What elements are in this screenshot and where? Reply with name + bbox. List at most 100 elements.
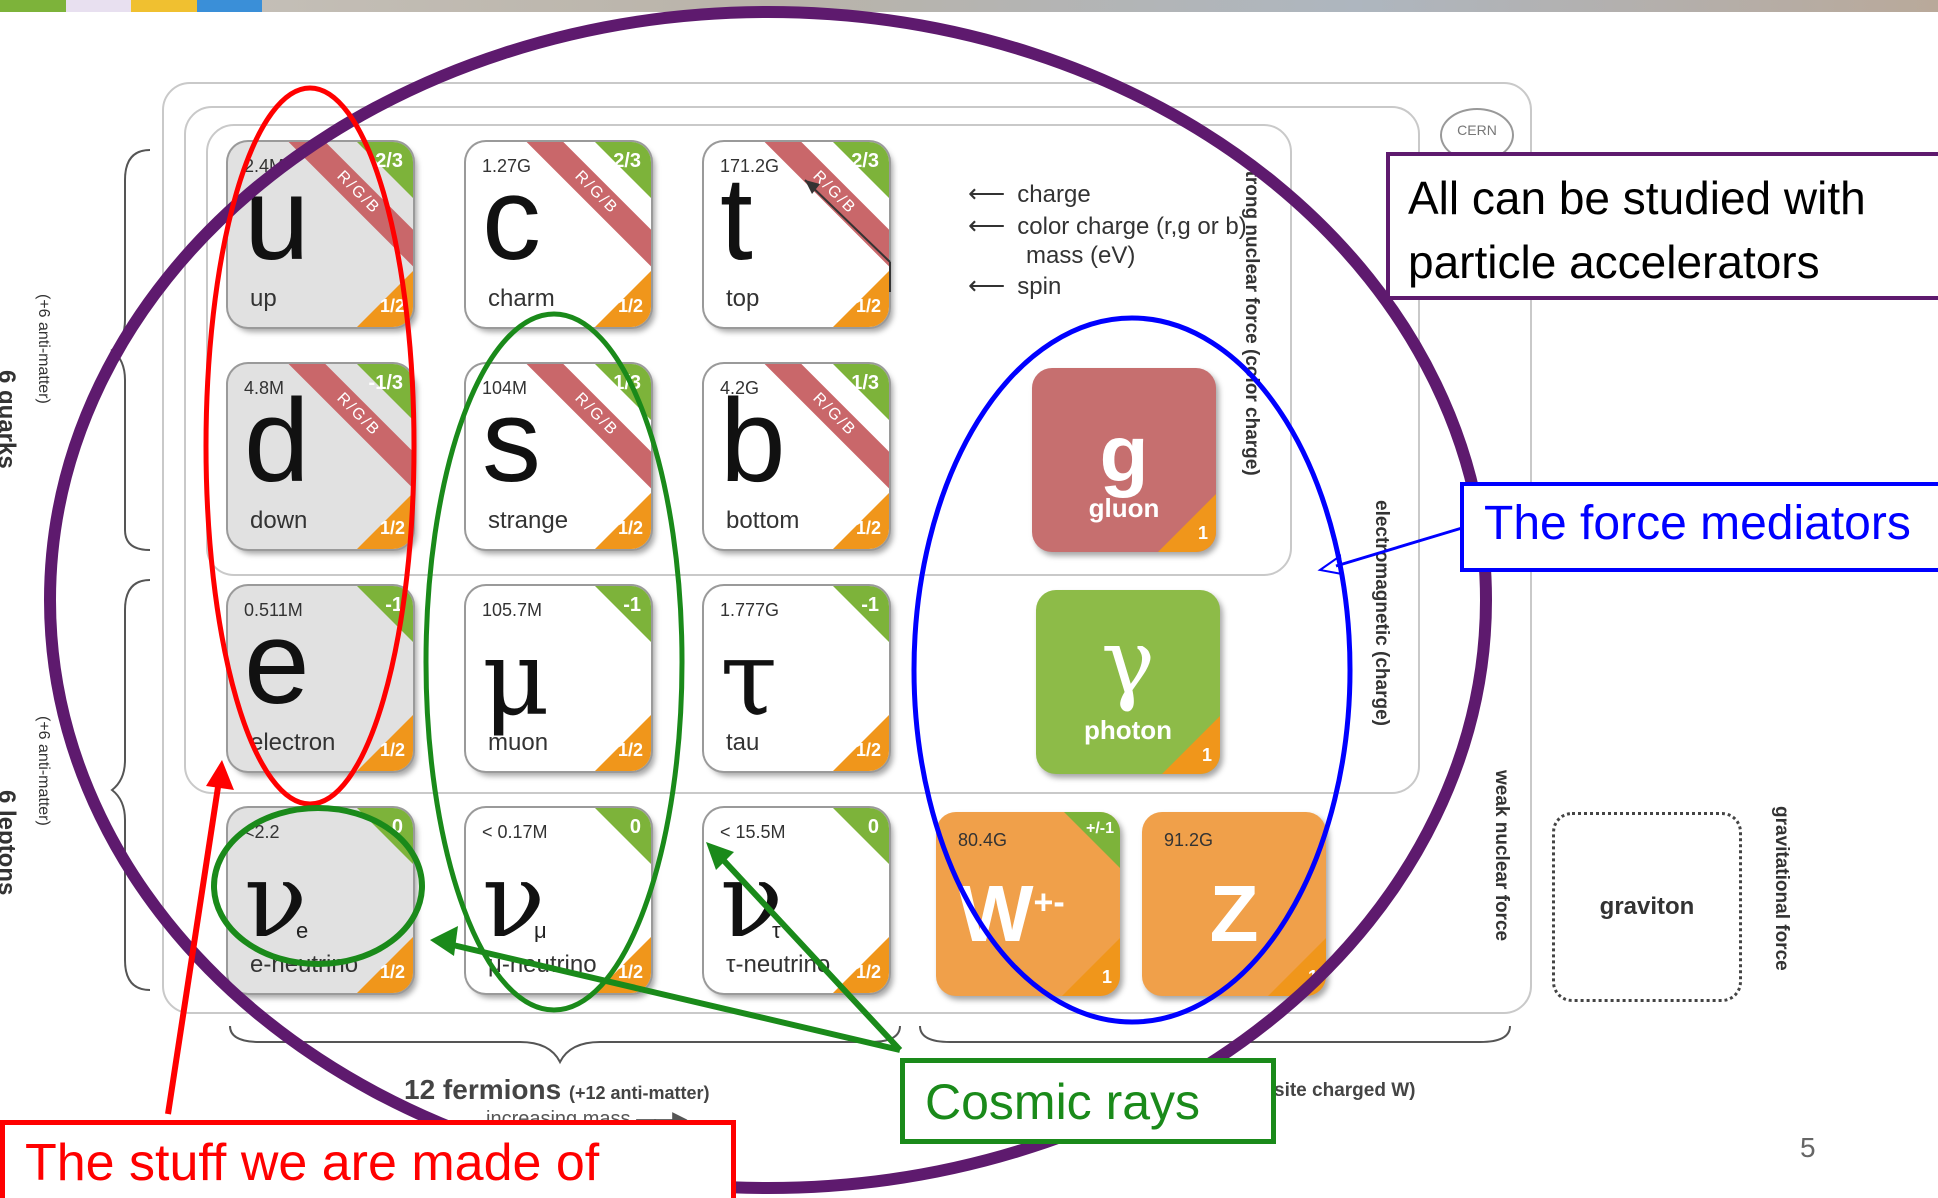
particle-card-muon: -1 105.7M μ muon 1/2 (466, 586, 651, 771)
spin-corner (595, 493, 651, 549)
spin-value: 1 (1197, 523, 1208, 543)
particle-name: muon (488, 729, 549, 756)
cosmic-arrow-head-1 (430, 926, 458, 956)
mass-value: 0.511M (244, 600, 303, 620)
mass-value: 4.8M (244, 378, 285, 398)
particle-name: tau (726, 729, 760, 756)
particle-name: charm (488, 285, 555, 312)
charge-corner (357, 364, 413, 420)
charge-corner (833, 808, 889, 864)
charge-value: +/-1 (1085, 820, 1114, 837)
legend-color-charge-text: color charge (r,g or b) (1017, 213, 1247, 240)
charge-value: 2/3 (375, 150, 403, 172)
particle-symbol: c (482, 153, 541, 285)
spin-corner (833, 715, 889, 771)
particle-symbol: t (720, 153, 753, 285)
mediators-text: The force mediators (1484, 497, 1911, 550)
first-generation-ellipse (203, 85, 417, 807)
strong-frame (206, 124, 1292, 576)
particle-symbol: ν (482, 839, 546, 961)
page-number: 5 (1800, 1132, 1816, 1163)
charge-corner (833, 142, 889, 198)
w-symbol-sup: +- (1033, 883, 1065, 922)
particle-subscript: μ (534, 918, 547, 943)
charge-corner (595, 142, 651, 198)
stuff-text: The stuff we are made of (25, 1134, 600, 1192)
mass-value: < 15.5M (720, 822, 786, 842)
charge-value: 2/3 (851, 150, 879, 172)
particle-card-bottom: R/G/B -1/3 4.2G b bottom 1/2 (704, 364, 889, 549)
charge-value: 2/3 (613, 150, 641, 172)
spin-value: 1 (1101, 967, 1112, 987)
boson-name: photon (1083, 715, 1173, 745)
particle-name: strange (488, 507, 569, 534)
particle-symbol: e (244, 597, 310, 729)
particle-name: up (250, 285, 277, 312)
legend-mass: mass (eV) (968, 242, 1135, 270)
spin-corner (833, 271, 889, 327)
spin-corner (595, 715, 651, 771)
boson-card-photon: γ photon 1 (1036, 590, 1220, 774)
mass-value: 80.4G (958, 830, 1008, 850)
charge-corner (833, 364, 889, 420)
mass-value: 1.777G (720, 600, 780, 620)
charge-corner (1064, 812, 1120, 868)
particle-card-charm: R/G/B 2/3 1.27G c charm 1/2 (466, 142, 651, 327)
charge-value: 0 (867, 816, 879, 838)
particle-name: bottom (726, 507, 800, 534)
accelerators-box: All can be studied with particle acceler… (1386, 152, 1938, 300)
charged-w-note: site charged W) (1274, 1080, 1415, 1102)
legend-charge: ⟵charge (968, 178, 1091, 208)
mass-value: 171.2G (720, 156, 780, 176)
charge-value: -1 (861, 594, 879, 616)
cosmic-arrow-line-1 (439, 939, 901, 1053)
charge-value: 0 (391, 816, 403, 838)
fermions-count-text: 12 fermions (404, 1074, 562, 1105)
spin-value: 1/2 (617, 296, 643, 316)
particle-name: top (726, 285, 760, 312)
spin-value: 1/2 (379, 518, 405, 538)
stuff-arrow-line (165, 773, 223, 1115)
charge-value: 0 (629, 816, 641, 838)
particle-card-top: R/G/B 2/3 171.2G t top 1/2 (704, 142, 889, 327)
mass-value: 104M (482, 378, 528, 398)
cosmic-rays-text: Cosmic rays (925, 1074, 1201, 1130)
cosmic-rays-box: Cosmic rays (900, 1058, 1276, 1144)
charge-corner (595, 808, 651, 864)
top-banner-strip (0, 0, 1938, 12)
accelerators-text: All can be studied with particle acceler… (1408, 172, 1866, 288)
boson-name: graviton (1599, 893, 1695, 920)
particle-card-electron: -1 0.511M e electron 1/2 (228, 586, 413, 771)
cern-logo-text: CERN (1457, 122, 1497, 138)
cosmic-arrow-line-2 (711, 847, 903, 1053)
boson-card-graviton: graviton (1552, 812, 1742, 1002)
legend-mass-text: mass (eV) (1026, 242, 1136, 269)
mass-value: 91.2G (1164, 830, 1214, 850)
fermions-antimatter-text: (+12 anti-matter) (568, 1083, 710, 1103)
spin-value: 1/2 (855, 518, 881, 538)
particle-symbol: b (720, 375, 786, 507)
particle-card-up: R/G/B 2/3 2.4M u up 1/2 (228, 142, 413, 327)
boson-symbol: g (1099, 409, 1149, 498)
particle-name: electron (250, 729, 336, 756)
mass-value: 1.27G (482, 156, 532, 176)
particle-card-tau: -1 1.777G τ tau 1/2 (704, 586, 889, 771)
spin-value: 1/2 (379, 962, 405, 982)
force-mediators-ellipse (911, 315, 1353, 1025)
charge-value: -1 (385, 594, 403, 616)
particle-subscript: e (296, 918, 309, 943)
particle-card-down: R/G/B -1/3 4.8M d down 1/2 (228, 364, 413, 549)
particle-symbol: s (482, 375, 541, 507)
particle-symbol: u (244, 153, 310, 285)
charge-corner (357, 142, 413, 198)
spin-value: 1 (1201, 745, 1212, 765)
spin-corner (357, 493, 413, 549)
spin-corner (1158, 494, 1216, 552)
spin-value: 1/2 (379, 740, 405, 760)
spin-corner (1062, 938, 1120, 996)
spin-value: 1/2 (617, 518, 643, 538)
spin-value: 1/2 (855, 740, 881, 760)
charge-value: -1/3 (844, 372, 879, 394)
legend-spin: ⟵spin (968, 270, 1062, 300)
